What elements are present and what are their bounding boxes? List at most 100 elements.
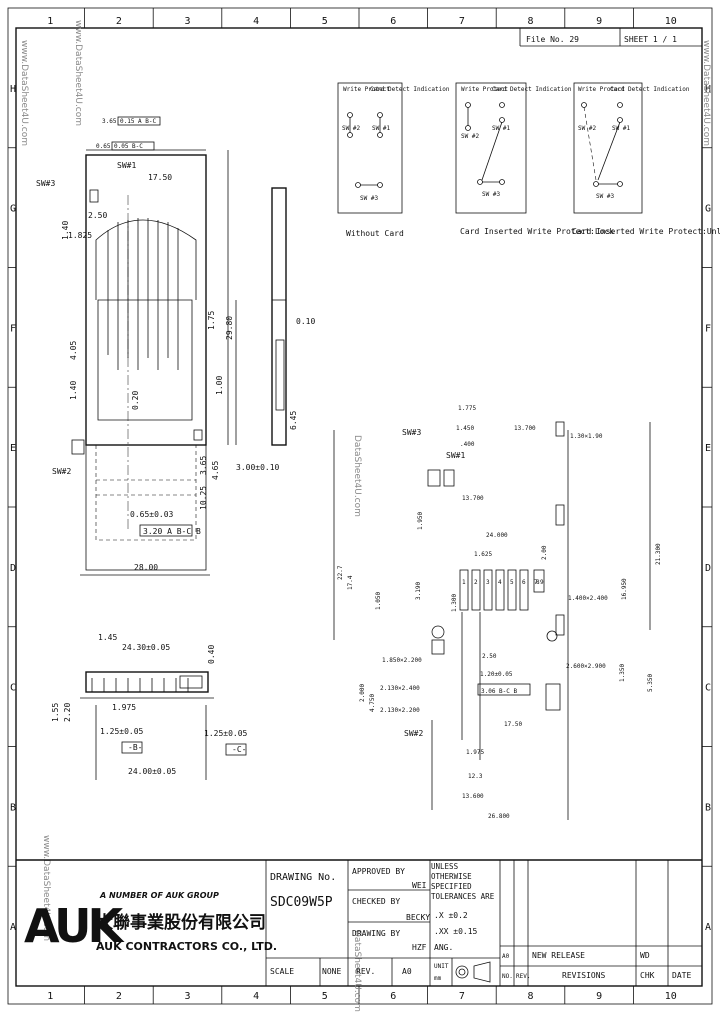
grid-column-2-bottom: 2 xyxy=(116,991,122,1002)
connector-top-view: 3.65 0.15 A B-C 0.65 0.05 B-C SW#3 SW#1 … xyxy=(36,116,280,576)
grid-row-B-right: B xyxy=(705,802,711,813)
svg-text:REV.: REV. xyxy=(516,973,530,980)
switch-state-lock: Write Protect Card Detect Indication SW … xyxy=(455,82,614,236)
svg-text:22.7: 22.7 xyxy=(337,565,344,580)
svg-text:A0: A0 xyxy=(502,953,510,960)
grid-column-3-bottom: 3 xyxy=(185,991,191,1002)
svg-text:1.450: 1.450 xyxy=(456,425,474,432)
svg-text:1.75: 1.75 xyxy=(207,311,216,330)
grid-row-G-right: G xyxy=(705,204,711,215)
svg-text:24.00±0.05: 24.00±0.05 xyxy=(128,767,176,776)
grid-column-8-top: 8 xyxy=(528,16,534,27)
svg-text:4.05: 4.05 xyxy=(69,341,78,360)
svg-text:17.4: 17.4 xyxy=(347,575,354,590)
label-sw1-top: SW#1 xyxy=(117,161,136,170)
svg-text:CHK: CHK xyxy=(640,971,655,980)
svg-text:SCALE: SCALE xyxy=(270,967,294,976)
svg-text:Card Detect Indication: Card Detect Indication xyxy=(370,86,450,93)
caption-lock: Card Inserted Write Protect:Lock xyxy=(460,227,614,236)
tolerance-note: UNLESS OTHERWISE SPECIFIED TOLERANCES AR… xyxy=(431,862,495,901)
grid-column-10-top: 10 xyxy=(665,16,677,27)
label-sw3-footprint: SW#3 xyxy=(402,428,421,437)
svg-text:SW #3: SW #3 xyxy=(360,195,378,202)
svg-text:17.50: 17.50 xyxy=(148,173,172,182)
approved-by: WEI xyxy=(412,881,427,890)
svg-text:0.10: 0.10 xyxy=(296,317,315,326)
svg-text:REVISIONS: REVISIONS xyxy=(562,971,606,980)
grid-row-B-left: B xyxy=(10,802,16,813)
pin-number: 2 xyxy=(474,579,478,586)
svg-text:10.25: 10.25 xyxy=(199,486,208,510)
caption-unlock: Card Inserted Write Protect:Unlock xyxy=(572,227,720,236)
watermark-right: www.DataSheet4U.com xyxy=(701,40,711,146)
label-sw1-footprint: SW#1 xyxy=(446,451,465,460)
svg-text:1.45: 1.45 xyxy=(98,633,117,642)
svg-text:1.300: 1.300 xyxy=(451,594,458,612)
svg-text:CHECKED BY: CHECKED BY xyxy=(352,897,400,906)
svg-text:SW #2: SW #2 xyxy=(461,133,479,140)
svg-text:3.65: 3.65 xyxy=(199,456,208,475)
svg-text:2.130×2.400: 2.130×2.400 xyxy=(380,685,420,692)
svg-text:UNIT: UNIT xyxy=(434,963,449,970)
svg-text:13.600: 13.600 xyxy=(462,793,484,800)
svg-text:2.00: 2.00 xyxy=(541,545,548,560)
company-logo: AUK xyxy=(24,899,126,953)
file-number: File No. 29 xyxy=(526,35,579,44)
grid-row-F-left: F xyxy=(10,323,16,334)
svg-text:29.80: 29.80 xyxy=(225,316,234,340)
datum-b: -B- xyxy=(128,743,142,752)
svg-text:SW #1: SW #1 xyxy=(372,125,390,132)
label-sw2-footprint: SW#2 xyxy=(404,729,423,738)
svg-text:SW #3: SW #3 xyxy=(596,193,614,200)
watermark-left: www.DataSheet4U.com xyxy=(19,40,29,146)
svg-text:Card Detect Indication: Card Detect Indication xyxy=(492,86,572,93)
grid-column-5-bottom: 5 xyxy=(322,991,328,1002)
svg-text:SW #3: SW #3 xyxy=(482,191,500,198)
svg-text:16.950: 16.950 xyxy=(621,578,628,600)
svg-text:17.50: 17.50 xyxy=(504,721,522,728)
pin-number: 4 xyxy=(498,579,502,586)
svg-text:3.190: 3.190 xyxy=(415,582,422,600)
svg-text:1.40: 1.40 xyxy=(61,221,70,240)
svg-text:1.350: 1.350 xyxy=(619,664,626,682)
unit-value: mm xyxy=(434,975,442,982)
svg-text:21.300: 21.300 xyxy=(655,543,662,565)
svg-text:.X ±0.2: .X ±0.2 xyxy=(434,911,468,920)
svg-text:SW #2: SW #2 xyxy=(578,125,596,132)
svg-text:SW #1: SW #1 xyxy=(612,125,630,132)
revision-description: NEW RELEASE xyxy=(532,951,585,960)
pin-number: 6 xyxy=(522,579,526,586)
grid-column-3-top: 3 xyxy=(185,16,191,27)
svg-text:4.65: 4.65 xyxy=(211,461,220,480)
svg-text:2.50: 2.50 xyxy=(88,211,107,220)
svg-text:0.05 B-C: 0.05 B-C xyxy=(114,143,143,150)
watermark-logo: www.DataSheet4U.com xyxy=(41,835,51,941)
watermark-center: DataSheet4U.com xyxy=(352,435,362,517)
grid-row-D-left: D xyxy=(10,563,16,574)
svg-text:2.20: 2.20 xyxy=(63,703,72,722)
svg-text:0.40: 0.40 xyxy=(207,645,216,664)
svg-text:3.00±0.10: 3.00±0.10 xyxy=(236,463,280,472)
svg-text:13.700: 13.700 xyxy=(514,425,536,432)
svg-text:1.25±0.05: 1.25±0.05 xyxy=(204,729,248,738)
svg-text:0.20: 0.20 xyxy=(131,391,140,410)
pin-number: 8 xyxy=(536,579,540,586)
svg-text:1.850×2.200: 1.850×2.200 xyxy=(382,657,422,664)
svg-text:NO.: NO. xyxy=(502,973,513,980)
svg-text:1.55: 1.55 xyxy=(51,703,60,722)
svg-text:1.00: 1.00 xyxy=(215,376,224,395)
svg-text:DATE: DATE xyxy=(672,971,691,980)
svg-text:0.65±0.03: 0.65±0.03 xyxy=(130,510,174,519)
drawn-by: HZF xyxy=(412,943,427,952)
watermark-bottom: DataSheet4U.com xyxy=(352,930,362,1012)
svg-text:13.700: 13.700 xyxy=(462,495,484,502)
grid-column-4-bottom: 4 xyxy=(253,991,259,1002)
grid-row-C-right: C xyxy=(705,683,711,694)
svg-text:0.65: 0.65 xyxy=(96,143,111,150)
grid-column-6-top: 6 xyxy=(390,16,396,27)
drawing-number: SDC09W5P xyxy=(270,895,333,910)
svg-text:6.45: 6.45 xyxy=(289,411,298,430)
svg-text:1.975: 1.975 xyxy=(112,703,136,712)
